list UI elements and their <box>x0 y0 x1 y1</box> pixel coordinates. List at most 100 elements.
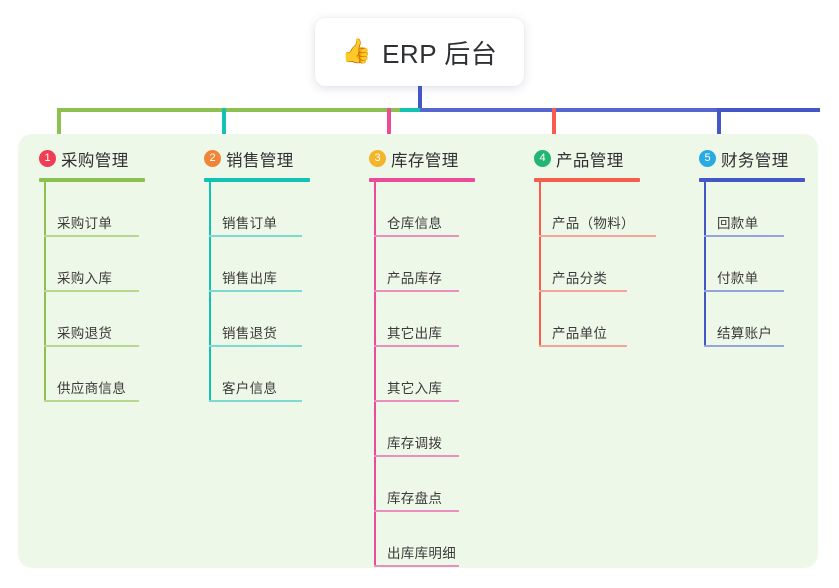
leaf-item[interactable]: 库存调拨 <box>369 402 475 457</box>
leaf-item-label: 销售出库 <box>222 271 278 286</box>
thumbs-up-icon: 👍 <box>341 38 373 65</box>
branch-trunk-1 <box>44 182 46 402</box>
leaf-item-label: 产品（物料） <box>552 216 635 231</box>
connector-bar-segment-3 <box>420 108 720 112</box>
leaf-item[interactable]: 销售退货 <box>204 292 310 347</box>
branch-column-3: 3 库存管理仓库信息产品库存其它出库其它入库库存调拨库存盘点出库库明细 <box>369 146 475 567</box>
branch-tree-3: 仓库信息产品库存其它出库其它入库库存调拨库存盘点出库库明细 <box>369 182 475 567</box>
leaf-item-underline <box>209 400 302 402</box>
leaf-item[interactable]: 销售出库 <box>204 237 310 292</box>
connector-leg-3 <box>387 108 391 142</box>
leaf-item[interactable]: 付款单 <box>699 237 805 292</box>
branch-badge-3: 3 <box>369 150 386 167</box>
branch-header-2[interactable]: 2 销售管理 <box>204 146 310 172</box>
leaf-item[interactable]: 回款单 <box>699 182 805 237</box>
branch-underline-2 <box>204 178 310 182</box>
leaf-item-underline <box>704 290 784 292</box>
leaf-item[interactable]: 采购退货 <box>39 292 145 347</box>
leaf-item-label: 采购订单 <box>57 216 113 231</box>
branch-header-4[interactable]: 4 产品管理 <box>534 146 640 172</box>
branch-badge-5: 5 <box>699 150 716 167</box>
leaf-item-label: 供应商信息 <box>57 381 126 396</box>
leaf-item[interactable]: 产品（物料） <box>534 182 656 237</box>
leaf-item-label: 销售订单 <box>222 216 278 231</box>
root-title-text: ERP 后台 <box>382 38 498 69</box>
branch-underline-4 <box>534 178 640 182</box>
leaf-item-underline <box>374 235 459 237</box>
leaf-item-label: 产品分类 <box>552 271 608 286</box>
leaf-item-label: 采购入库 <box>57 271 113 286</box>
root-title: 👍 ERP 后台 <box>342 34 498 71</box>
leaf-item-label: 库存盘点 <box>387 491 443 506</box>
leaf-item-label: 其它入库 <box>387 381 443 396</box>
leaf-item[interactable]: 供应商信息 <box>39 347 145 402</box>
leaf-item[interactable]: 产品单位 <box>534 292 640 347</box>
connector-leg-5 <box>717 108 721 142</box>
leaf-item-underline <box>374 290 459 292</box>
leaf-item-underline <box>209 290 302 292</box>
root-node-card[interactable]: 👍 ERP 后台 <box>315 18 524 86</box>
branch-header-3[interactable]: 3 库存管理 <box>369 146 475 172</box>
leaf-item[interactable]: 出库库明细 <box>369 512 475 567</box>
leaf-item-underline <box>44 290 139 292</box>
branch-badge-4: 4 <box>534 150 551 167</box>
leaf-item-label: 回款单 <box>717 216 759 231</box>
leaf-item-underline <box>374 565 459 567</box>
leaf-item[interactable]: 其它入库 <box>369 347 475 402</box>
leaf-item-underline <box>539 235 656 237</box>
leaf-item-underline <box>539 345 627 347</box>
branch-underline-1 <box>39 178 145 182</box>
branch-title-3: 库存管理 <box>391 152 459 170</box>
branch-column-4: 4 产品管理产品（物料） 产品分类产品单位 <box>534 146 656 347</box>
leaf-item-label: 其它出库 <box>387 326 443 341</box>
leaf-item-underline <box>539 290 627 292</box>
branch-underline-3 <box>369 178 475 182</box>
diagram-panel <box>18 134 818 568</box>
leaf-item-underline <box>374 455 459 457</box>
leaf-item-label: 结算账户 <box>717 326 773 341</box>
branch-trunk-3 <box>374 182 376 567</box>
connector-leg-1 <box>57 108 61 142</box>
leaf-item[interactable]: 采购订单 <box>39 182 145 237</box>
leaf-item[interactable]: 采购入库 <box>39 237 145 292</box>
branch-badge-1: 1 <box>39 150 56 167</box>
leaf-item-label: 客户信息 <box>222 381 278 396</box>
leaf-item-underline <box>44 400 139 402</box>
leaf-item-label: 销售退货 <box>222 326 278 341</box>
leaf-item-underline <box>209 235 302 237</box>
branch-tree-1: 采购订单采购入库采购退货供应商信息 <box>39 182 145 402</box>
leaf-item[interactable]: 结算账户 <box>699 292 805 347</box>
branch-trunk-2 <box>209 182 211 402</box>
branch-trunk-4 <box>539 182 541 347</box>
leaf-item-underline <box>44 235 139 237</box>
branch-title-2: 销售管理 <box>226 152 294 170</box>
leaf-item[interactable]: 其它出库 <box>369 292 475 347</box>
connector-leg-4 <box>552 108 556 142</box>
connector-bar-segment-4 <box>718 108 820 112</box>
leaf-item-label: 产品单位 <box>552 326 608 341</box>
leaf-item[interactable]: 产品库存 <box>369 237 475 292</box>
branch-badge-2: 2 <box>204 150 221 167</box>
leaf-item-label: 仓库信息 <box>387 216 443 231</box>
leaf-item-label: 采购退货 <box>57 326 113 341</box>
leaf-item-underline <box>44 345 139 347</box>
branch-title-4: 产品管理 <box>556 152 624 170</box>
branch-underline-5 <box>699 178 805 182</box>
leaf-item-label: 库存调拨 <box>387 436 443 451</box>
root-trunk-connector <box>418 86 422 110</box>
leaf-item-underline <box>704 235 784 237</box>
leaf-item[interactable]: 库存盘点 <box>369 457 475 512</box>
leaf-item[interactable]: 仓库信息 <box>369 182 475 237</box>
leaf-item[interactable]: 产品分类 <box>534 237 640 292</box>
leaf-item-label: 付款单 <box>717 271 759 286</box>
leaf-item-label: 出库库明细 <box>387 546 456 561</box>
leaf-item-label: 产品库存 <box>387 271 443 286</box>
branch-trunk-5 <box>704 182 706 347</box>
leaf-item-underline <box>374 400 459 402</box>
leaf-item[interactable]: 客户信息 <box>204 347 310 402</box>
leaf-item[interactable]: 销售订单 <box>204 182 310 237</box>
